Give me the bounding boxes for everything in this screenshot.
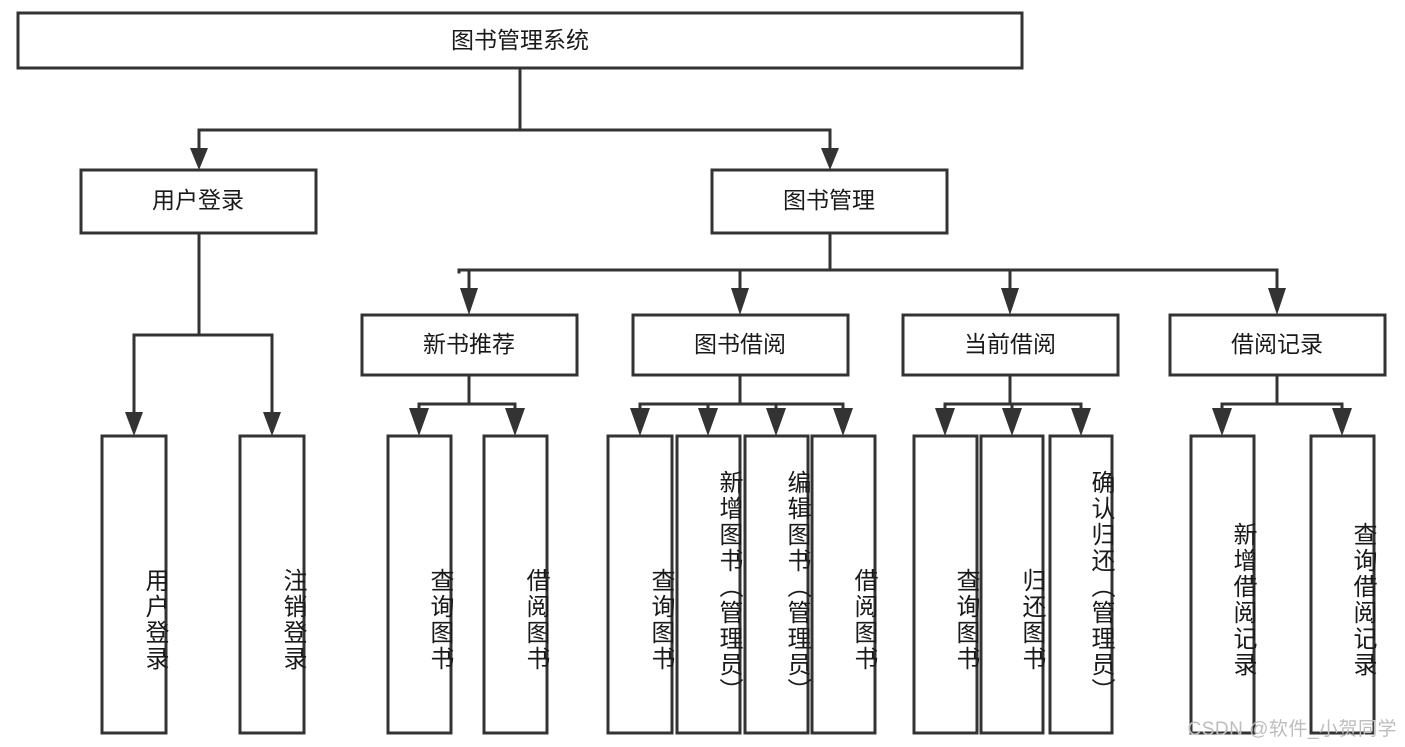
- node-leaf-add-record-box[interactable]: [1189, 434, 1256, 735]
- node-new-book-recommend-box[interactable]: [360, 313, 579, 377]
- node-current-borrow-box[interactable]: [901, 313, 1120, 377]
- arrow-to-leaf-add-book: [698, 408, 718, 436]
- arrow-to-book-borrow: [731, 288, 749, 315]
- connector-group: [125, 66, 1352, 436]
- arrow-to-book-manage: [821, 148, 839, 170]
- node-leaf-confirm-return-box[interactable]: [1048, 434, 1114, 735]
- node-borrow-record-label: 借阅记录: [1231, 331, 1323, 357]
- node-leaf-edit-book-box[interactable]: [743, 434, 810, 735]
- node-leaf-borrow-book-1-box[interactable]: [482, 434, 549, 735]
- arrow-to-leaf-add-record: [1212, 408, 1232, 436]
- arrow-to-leaf-query-record: [1332, 408, 1352, 436]
- node-label-group: 图书管理系统 用户登录 图书管理 新书推荐 图书借阅 当前借阅 借阅记录: [152, 27, 1323, 357]
- node-leaf-query-book-1-box[interactable]: [386, 434, 453, 735]
- node-leaf-add-book-box[interactable]: [675, 434, 742, 735]
- arrow-to-leaf-user-login: [125, 412, 143, 436]
- arrow-to-new-book-recommend: [460, 288, 478, 315]
- arrow-to-current-borrow: [1001, 288, 1019, 315]
- node-leaf-query-book-2-box[interactable]: [606, 434, 674, 735]
- node-leaf-user-login-box[interactable]: [100, 434, 168, 735]
- node-leaf-user-logout-box[interactable]: [238, 434, 306, 735]
- node-box-group: [16, 11, 1387, 735]
- arrow-to-borrow-record: [1268, 288, 1286, 315]
- node-leaf-query-book-3-box[interactable]: [912, 434, 979, 735]
- arrow-to-user-login: [190, 148, 208, 170]
- arrow-to-leaf-borrow-book-1: [505, 408, 525, 436]
- node-book-borrow-box[interactable]: [631, 313, 850, 377]
- node-new-book-recommend-label: 新书推荐: [423, 331, 515, 357]
- node-leaf-borrow-book-2-box[interactable]: [810, 434, 877, 735]
- node-leaf-query-record-box[interactable]: [1309, 434, 1376, 735]
- node-user-login-box[interactable]: [79, 168, 318, 235]
- arrow-to-leaf-return-book: [1002, 408, 1022, 436]
- arrow-to-leaf-borrow-book-2: [833, 408, 853, 436]
- node-root-box[interactable]: [16, 11, 1024, 70]
- arrow-to-leaf-edit-book: [766, 408, 786, 436]
- arrow-to-leaf-query-book-2: [630, 408, 650, 436]
- node-root-label: 图书管理系统: [451, 27, 589, 53]
- arrow-to-leaf-user-logout: [263, 412, 281, 436]
- node-borrow-record-box[interactable]: [1168, 313, 1387, 377]
- node-book-manage-box[interactable]: [710, 168, 949, 235]
- node-user-login-label: 用户登录: [152, 187, 244, 213]
- arrow-to-leaf-query-book-3: [935, 408, 955, 436]
- arrow-to-leaf-query-book-1: [409, 408, 429, 436]
- node-book-borrow-label: 图书借阅: [694, 331, 786, 357]
- node-current-borrow-label: 当前借阅: [964, 331, 1056, 357]
- csdn-watermark: CSDN @软件_小贺同学: [1187, 719, 1397, 740]
- arrow-to-leaf-confirm-return: [1071, 408, 1091, 436]
- node-leaf-return-book-box[interactable]: [979, 434, 1045, 735]
- node-book-manage-label: 图书管理: [783, 187, 875, 213]
